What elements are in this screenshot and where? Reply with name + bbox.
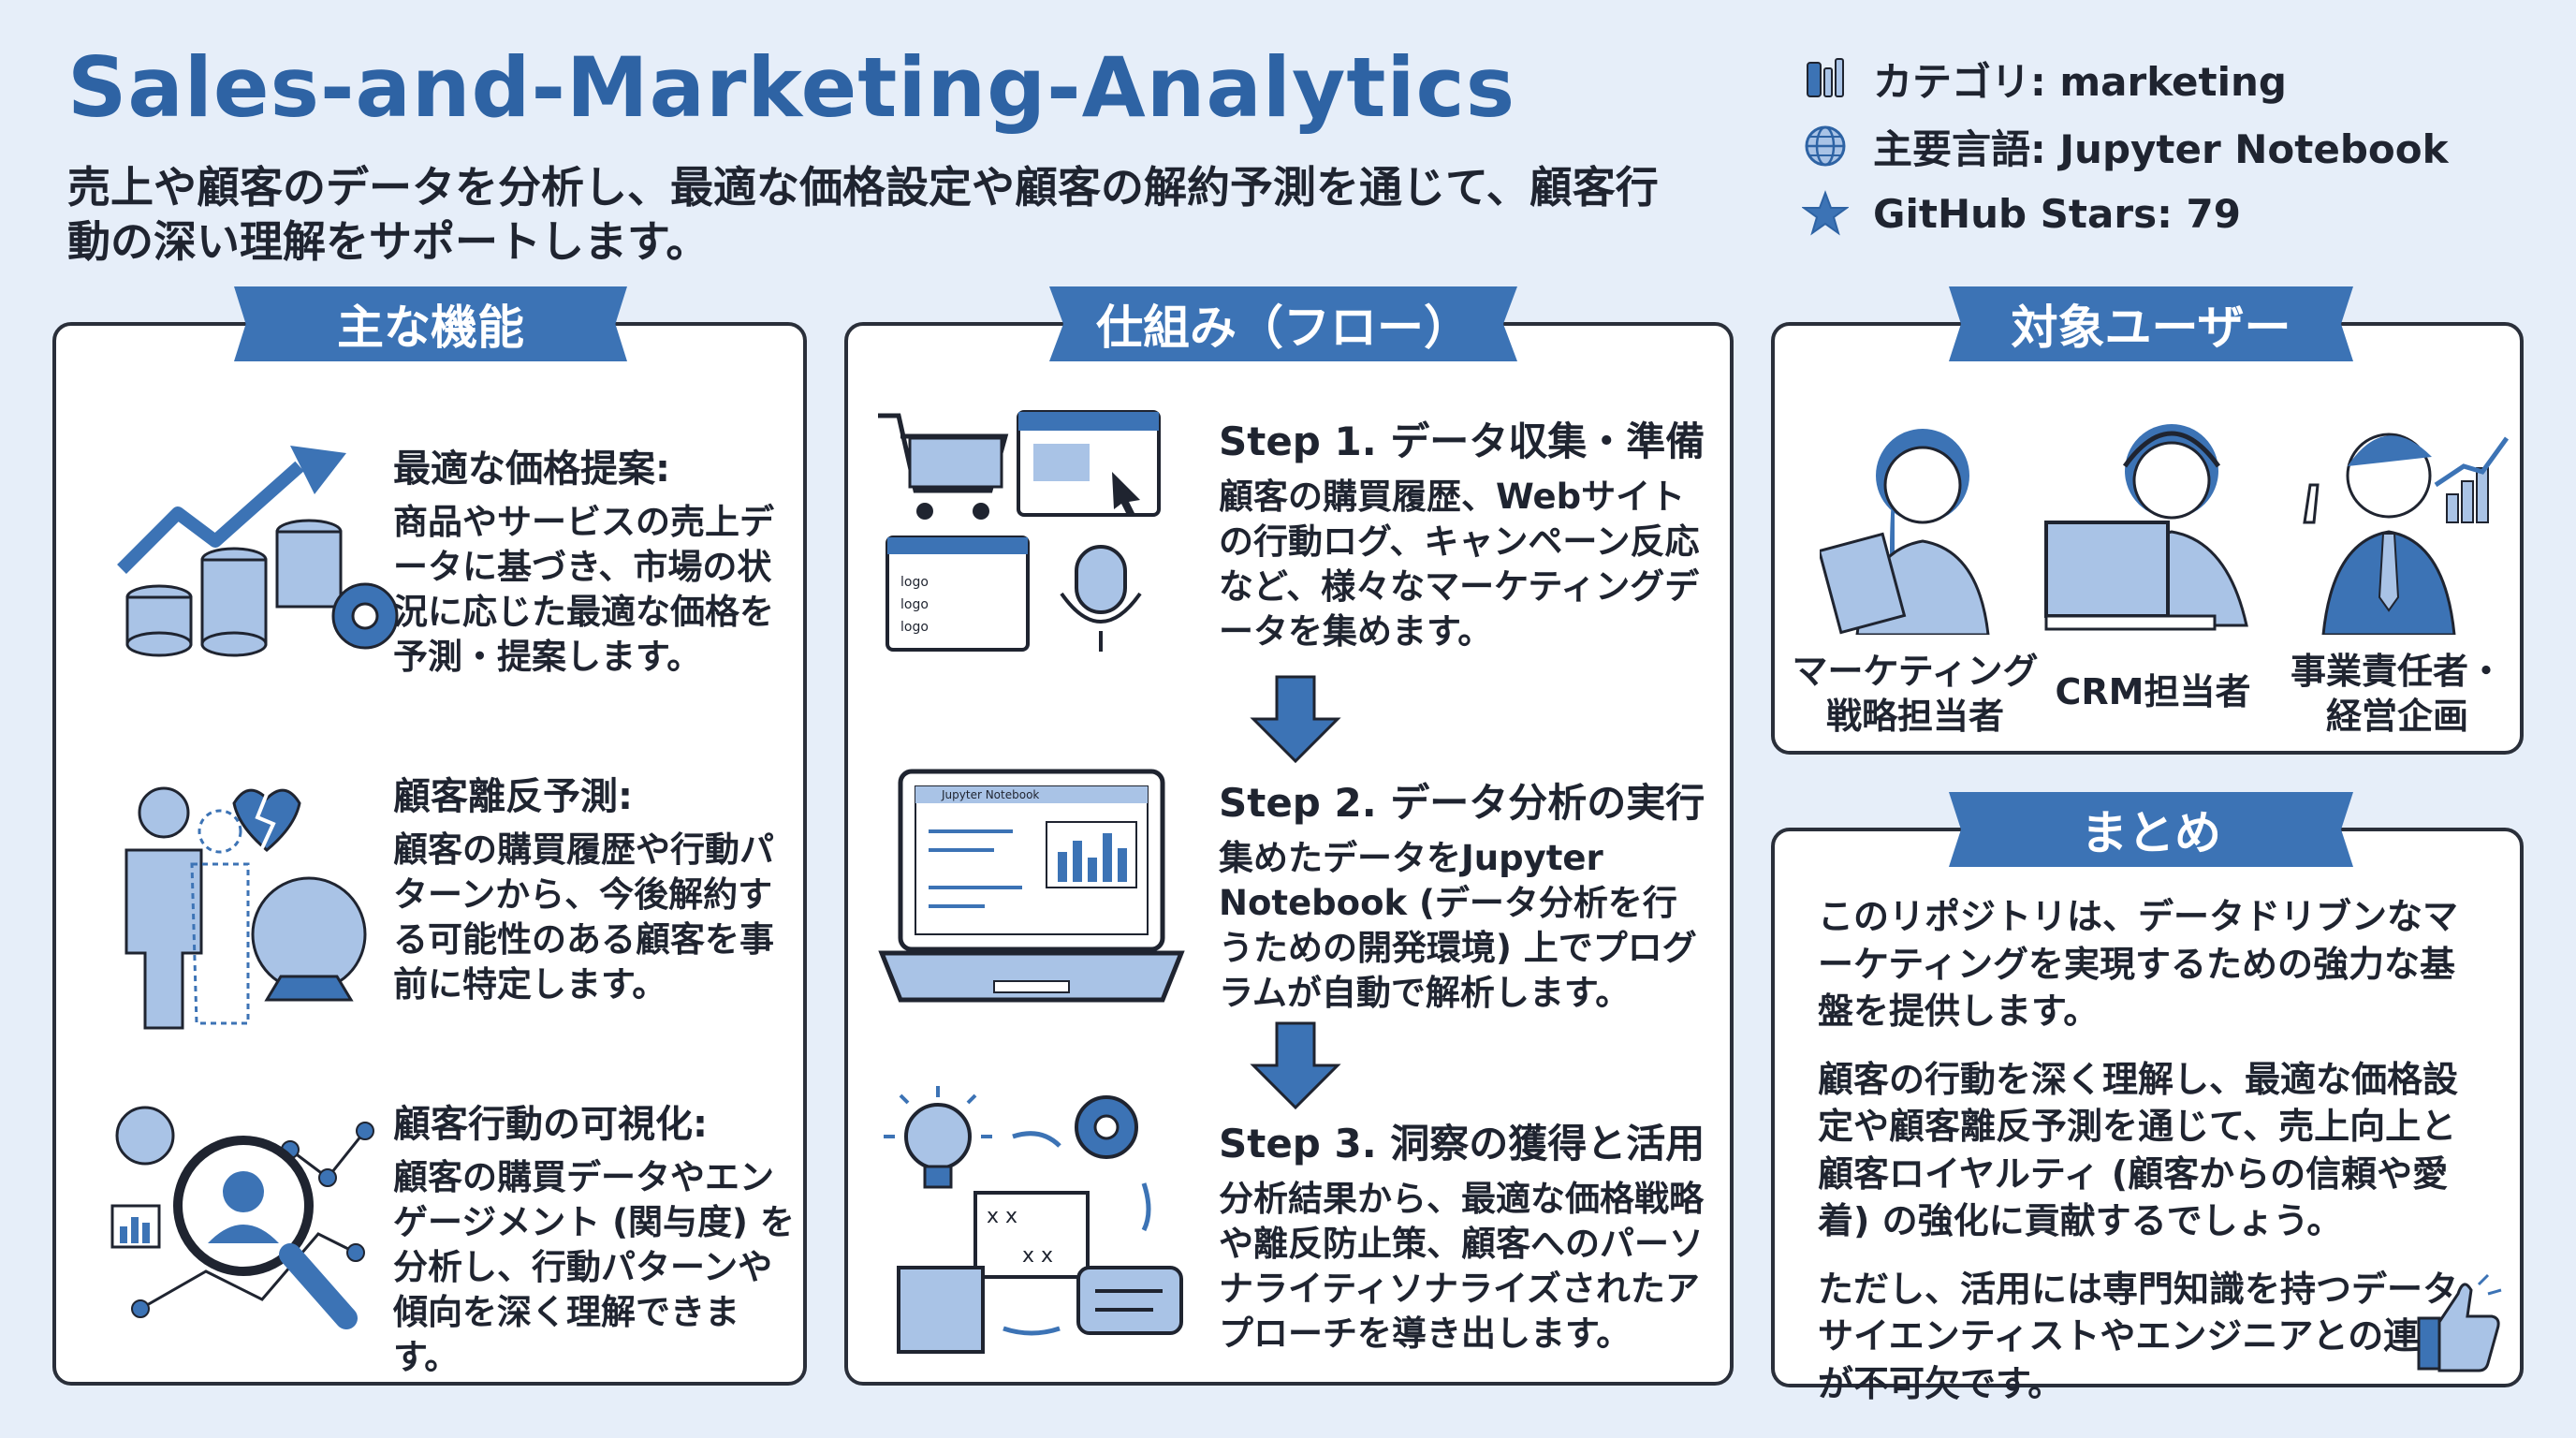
executive-avatar — [2303, 433, 2510, 635]
insight-strategy-icon: x x x x — [884, 1086, 1183, 1354]
step-1: Step 1. データ収集・準備 顧客の購買履歴、Webサイトの行動ログ、キャン… — [1219, 410, 1705, 654]
step-3-title: Step 3. 洞察の獲得と活用 — [1219, 1121, 1705, 1167]
data-collection-icon — [878, 410, 1161, 652]
svg-text:x x: x x — [1022, 1244, 1053, 1268]
category-label: カテゴリ: marketing — [1873, 58, 2287, 105]
globe-icon — [1805, 125, 1846, 167]
customer-churn-icon — [124, 786, 367, 1030]
behavior-analysis-icon — [110, 1106, 374, 1329]
arrow-down-icon — [1250, 1021, 1341, 1110]
step-2: Step 2. データ分析の実行 集めたデータをJupyter Notebook… — [1219, 771, 1705, 1016]
step-2-text: 集めたデータをJupyter Notebook (データ分析を行うための開発環境… — [1219, 838, 1697, 1014]
logo-label: logo — [900, 620, 929, 635]
stars-label: GitHub Stars: 79 — [1873, 190, 2241, 237]
user-label-executive: 事業責任者・ 経営企画 — [2290, 651, 2504, 737]
page-title: Sales-and-Marketing-Analytics — [67, 39, 1516, 136]
step-1-title: Step 1. データ収集・準備 — [1219, 418, 1705, 464]
meta-language: 主要言語: Jupyter Notebook — [1802, 112, 2449, 180]
page-subtitle: 売上や顧客のデータを分析し、最適な価格設定や顧客の解約予測を通じて、顧客行動の深… — [67, 162, 1659, 267]
flow-panel: 仕組み（フロー） logo logo logo Step 1. データ収集・準備… — [844, 286, 1734, 1386]
summary-paragraph: 顧客の行動を深く理解し、最適な価格設定や顧客離反予測を通じて、売上向上と顧客ロイ… — [1818, 1058, 2459, 1242]
feature-churn-title: 顧客離反予測: — [393, 775, 633, 818]
logo-label: logo — [900, 597, 929, 612]
summary-text: このリポジトリは、データドリブンなマーケティングを実現するための強力な基盤を提供… — [1818, 893, 2473, 1428]
marketer-avatar — [1820, 429, 1990, 635]
notebook-label: Jupyter Notebook — [942, 788, 1040, 801]
user-label-marketer: マーケティング 戦略担当者 — [1792, 651, 2039, 737]
logo-list: logo logo logo — [900, 571, 929, 638]
user-label-crm: CRM担当者 — [2055, 671, 2251, 712]
step-1-text: 顧客の購買履歴、Webサイトの行動ログ、キャンペーン反応など、様々なマーケティン… — [1219, 477, 1700, 653]
feature-pricing: 最適な価格提案: 商品やサービスの売上データに基づき、市場の状況に応じた最適な価… — [393, 438, 777, 680]
category-icon — [1807, 58, 1844, 97]
features-panel: 主な機能 最適な価格提案: 商品やサービスの売上データに基づき、市場の状況に応じ… — [52, 286, 807, 1386]
feature-visualization: 顧客行動の可視化: 顧客の購買データやエンゲージメント (関与度) を分析し、行… — [393, 1093, 796, 1380]
users-panel: 対象ユーザー マーケティング 戦略担当者 CRM担当者 事業責任者・ 経営企画 — [1771, 286, 2524, 755]
language-label: 主要言語: Jupyter Notebook — [1873, 125, 2449, 172]
laptop-notebook-icon — [878, 769, 1185, 1003]
arrow-down-icon — [1250, 675, 1341, 764]
step-3-text: 分析結果から、最適な価格戦略や離反防止策、顧客へのパーソナライティソナライズされ… — [1219, 1179, 1704, 1355]
feature-churn-text: 顧客の購買履歴や行動パターンから、今後解約する可能性のある顧客を事前に特定します… — [393, 829, 774, 1005]
repo-meta: カテゴリ: marketing 主要言語: Jupyter Notebook G… — [1802, 45, 2449, 247]
meta-stars: GitHub Stars: 79 — [1802, 180, 2449, 247]
feature-pricing-text: 商品やサービスの売上データに基づき、市場の状況に応じた最適な価格を予測・提案しま… — [393, 502, 774, 678]
star-icon — [1802, 190, 1849, 236]
meta-category: カテゴリ: marketing — [1802, 45, 2449, 112]
summary-paragraph: ただし、活用には専門知識を持つデータサイエンティストやエンジニアとの連携が不可欠… — [1818, 1268, 2459, 1404]
summary-heading: まとめ — [1949, 792, 2353, 867]
crm-avatar — [2044, 424, 2248, 631]
summary-paragraph: このリポジトリは、データドリブンなマーケティングを実現するための強力な基盤を提供… — [1818, 896, 2459, 1033]
users-heading: 対象ユーザー — [1949, 286, 2353, 361]
feature-visualization-text: 顧客の購買データやエンゲージメント (関与度) を分析し、行動パターンや傾向を深… — [393, 1157, 795, 1378]
flow-heading: 仕組み（フロー） — [1049, 286, 1517, 361]
step-3: Step 3. 洞察の獲得と活用 分析結果から、最適な価格戦略や離反防止策、顧客… — [1219, 1112, 1705, 1357]
feature-pricing-title: 最適な価格提案: — [393, 448, 670, 491]
svg-text:x x: x x — [987, 1205, 1017, 1228]
summary-panel: まとめ このリポジトリは、データドリブンなマーケティングを実現するための強力な基… — [1771, 792, 2524, 1404]
step-2-title: Step 2. データ分析の実行 — [1219, 780, 1705, 826]
pricing-growth-icon — [117, 446, 399, 657]
logo-label: logo — [900, 575, 929, 590]
features-heading: 主な機能 — [234, 286, 627, 361]
thumbs-up-icon — [2417, 1273, 2502, 1372]
feature-churn: 顧客離反予測: 顧客の購買履歴や行動パターンから、今後解約する可能性のある顧客を… — [393, 766, 777, 1007]
feature-visualization-title: 顧客行動の可視化: — [393, 1103, 708, 1146]
